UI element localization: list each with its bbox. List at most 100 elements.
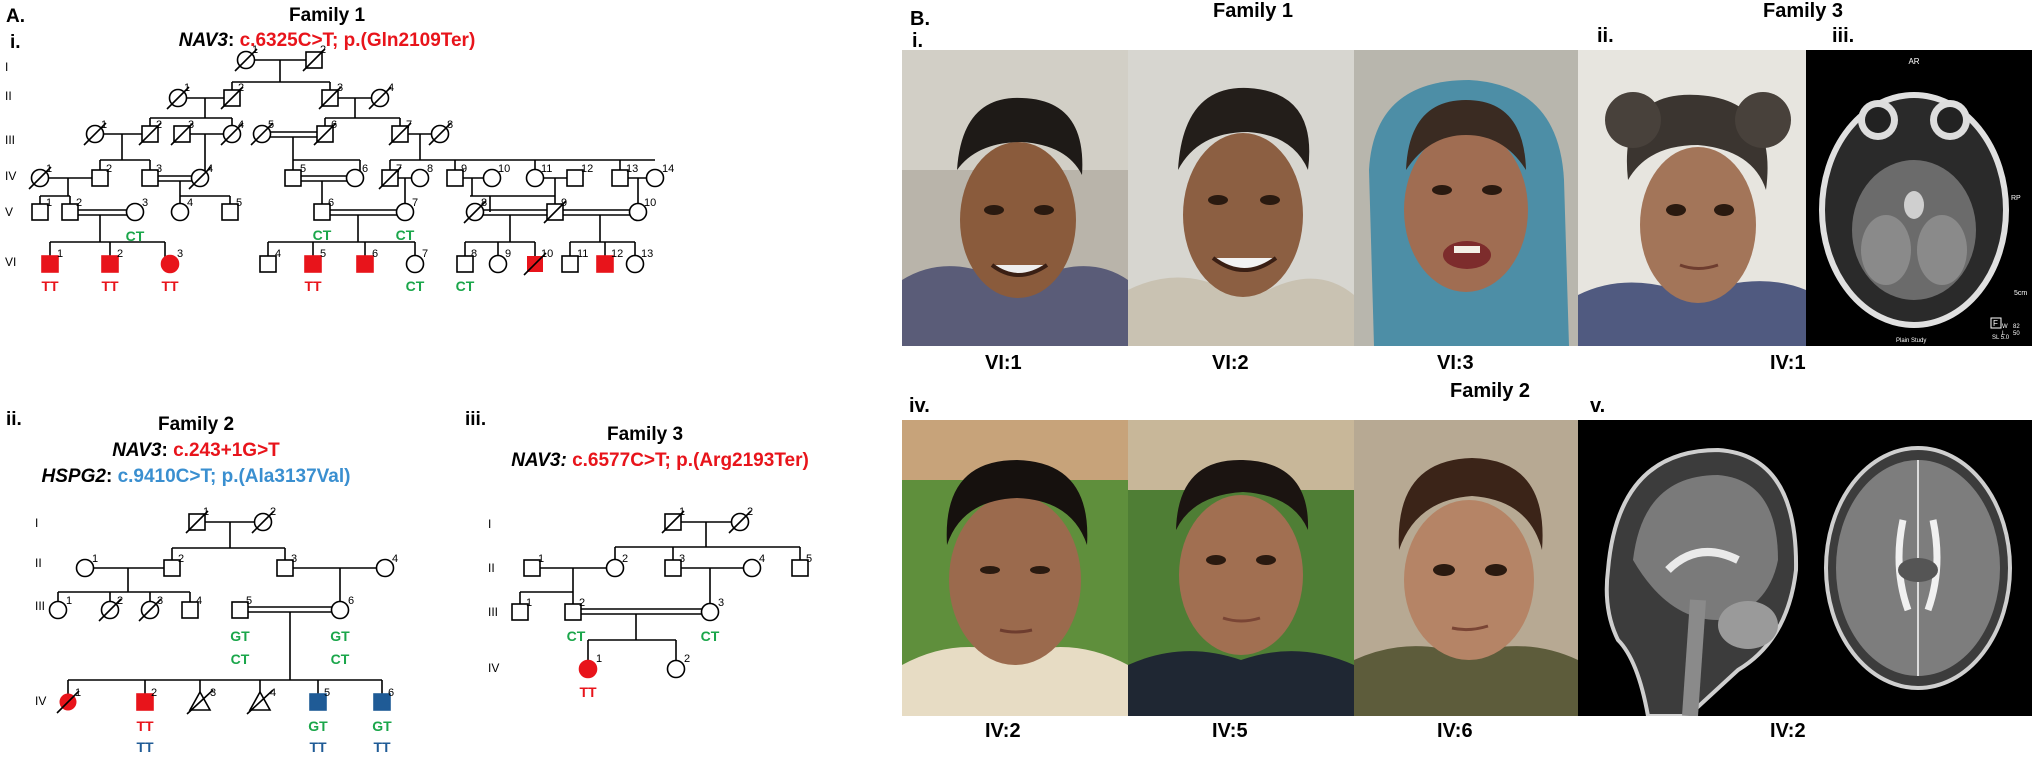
family3-generation-labels: I II III IV [488, 517, 499, 675]
svg-text:2: 2 [684, 653, 690, 665]
section-b-family3-title: Family 3 [1763, 0, 1844, 22]
svg-text:12: 12 [611, 248, 623, 260]
svg-text:1: 1 [203, 506, 209, 518]
family2-gene2: HSPG2: c.9410C>T; p.(Ala3137Val) [42, 466, 351, 487]
svg-text:2: 2 [622, 553, 628, 565]
svg-text:CT: CT [396, 227, 415, 243]
svg-text:4: 4 [388, 82, 394, 94]
family3-gene: NAV3: c.6577C>T; p.(Arg2193Ter) [511, 450, 809, 471]
svg-text:8: 8 [471, 248, 477, 260]
svg-text:2: 2 [579, 597, 585, 609]
svg-text:2: 2 [76, 197, 82, 209]
section-b-label: B. [910, 8, 930, 30]
caption-iv6: IV:6 [1437, 720, 1473, 742]
svg-text:1: 1 [101, 119, 107, 131]
mri-scan-iv2 [1578, 420, 2032, 716]
svg-text:3: 3 [337, 82, 343, 94]
svg-text:3: 3 [156, 163, 162, 175]
photo-vi3 [1354, 50, 1578, 346]
svg-text:12: 12 [581, 163, 593, 175]
svg-text:2: 2 [747, 506, 753, 518]
svg-text:2: 2 [320, 44, 326, 56]
family2-genotypes: GT CT GT CT TT TT GT TT GT TT [136, 628, 392, 755]
caption-iv2-mri: IV:2 [1770, 720, 1806, 742]
svg-text:F: F [1993, 319, 1998, 328]
family1-symbols [28, 48, 665, 276]
svg-text:III: III [5, 133, 15, 147]
svg-text:CT: CT [331, 651, 350, 667]
sub-label-ii: ii. [1597, 25, 1614, 47]
svg-text:3: 3 [210, 687, 216, 699]
section-a-label: A. [6, 6, 25, 27]
svg-text:TT: TT [579, 684, 597, 700]
svg-text:6: 6 [331, 119, 337, 131]
svg-text:3: 3 [718, 597, 724, 609]
family3-sub-label: iii. [465, 409, 486, 430]
svg-text:1: 1 [46, 163, 52, 175]
svg-text:9: 9 [505, 248, 511, 260]
svg-text:CT: CT [701, 628, 720, 644]
svg-text:5: 5 [300, 163, 306, 175]
svg-text:SL 5.0: SL 5.0 [1992, 335, 2010, 341]
svg-text:2: 2 [178, 553, 184, 565]
svg-text:8: 8 [447, 119, 453, 131]
sub-label-v: v. [1590, 395, 1606, 417]
svg-text:14: 14 [662, 163, 674, 175]
svg-text:5: 5 [806, 553, 812, 565]
svg-text:GT: GT [308, 718, 328, 734]
svg-text:1: 1 [526, 597, 532, 609]
svg-text:11: 11 [577, 248, 588, 260]
svg-text:III: III [488, 605, 498, 619]
sub-label-i: i. [912, 30, 924, 52]
svg-text:TT: TT [309, 739, 327, 755]
svg-text:6: 6 [328, 197, 334, 209]
svg-text:II: II [5, 89, 12, 103]
svg-text:TT: TT [304, 278, 322, 294]
svg-text:82: 82 [2013, 324, 2020, 330]
svg-text:8: 8 [427, 163, 433, 175]
svg-text:1: 1 [57, 248, 63, 260]
svg-text:AR: AR [1908, 57, 1919, 66]
photo-iv5 [1128, 420, 1354, 716]
svg-text:3: 3 [142, 197, 148, 209]
svg-text:9: 9 [561, 197, 567, 209]
svg-text:5cm: 5cm [2014, 290, 2027, 297]
svg-text:13: 13 [641, 248, 653, 260]
family3-genotypes: CT CT TT [567, 628, 720, 700]
svg-text:GT: GT [372, 718, 392, 734]
svg-text:6: 6 [362, 163, 368, 175]
sub-label-iii: iii. [1832, 25, 1855, 47]
svg-text:4: 4 [759, 553, 765, 565]
svg-text:I: I [488, 517, 491, 531]
svg-text:III: III [35, 599, 45, 613]
svg-text:TT: TT [101, 278, 119, 294]
svg-text:CT: CT [456, 278, 475, 294]
section-b-family2-title: Family 2 [1450, 380, 1531, 402]
svg-text:II: II [35, 556, 42, 570]
svg-text:2: 2 [117, 248, 123, 260]
family2-symbols [48, 510, 395, 715]
sub-label-iv: iv. [909, 395, 930, 417]
svg-text:GT: GT [330, 628, 350, 644]
svg-text:7: 7 [396, 163, 402, 175]
svg-text:1: 1 [92, 553, 98, 565]
family1-genotypes: CT CT CT TT TT TT TT CT CT [41, 227, 474, 294]
svg-text:4: 4 [187, 197, 193, 209]
svg-text:2: 2 [151, 687, 157, 699]
svg-text:13: 13 [626, 163, 638, 175]
family3-title: Family 3 [607, 424, 683, 445]
svg-text:4: 4 [275, 248, 281, 260]
photo-iv2 [902, 420, 1128, 716]
svg-text:1: 1 [538, 553, 544, 565]
svg-text:L: L [2002, 331, 2006, 337]
photo-vi2 [1128, 50, 1354, 346]
svg-text:II: II [488, 561, 495, 575]
svg-text:11: 11 [541, 163, 552, 175]
svg-text:4: 4 [270, 687, 276, 699]
photo-iv6 [1354, 420, 1578, 716]
svg-text:TT: TT [136, 718, 154, 734]
svg-text:4: 4 [196, 595, 202, 607]
